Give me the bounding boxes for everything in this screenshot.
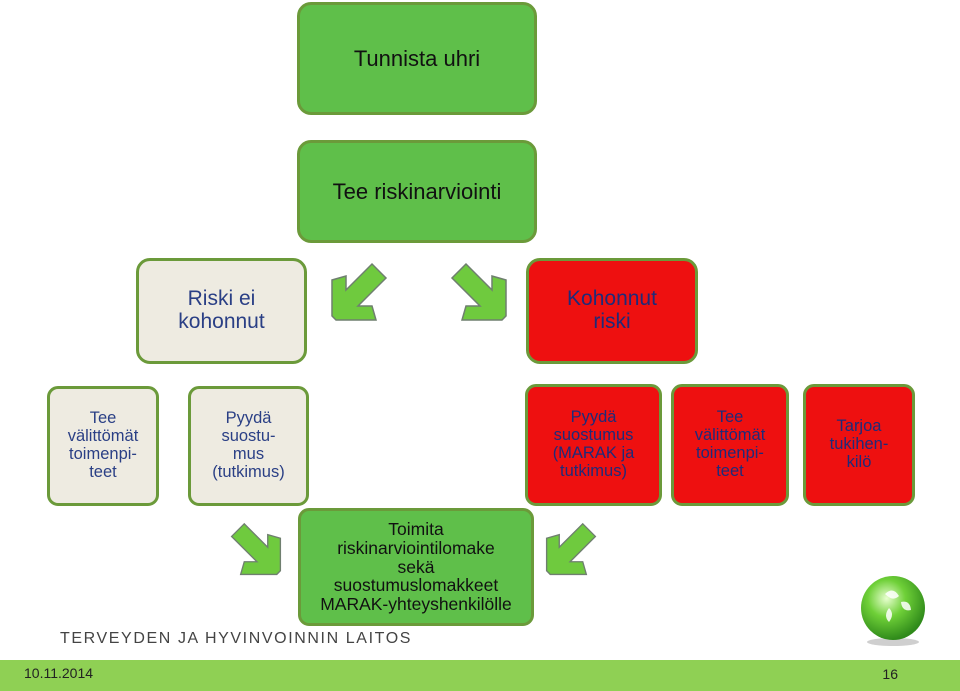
- risk-not-elevated-box: Riski ei kohonnut: [136, 258, 307, 364]
- arrow-down-right-icon: [450, 262, 507, 321]
- immediate-actions-low-box: Tee välittömät toimenpi- teet: [47, 386, 159, 506]
- footer-page-number: 16: [882, 666, 898, 682]
- offer-support-person-box: Tarjoa tukihen- kilö: [803, 384, 915, 506]
- footer-bar: [0, 660, 960, 691]
- arrow-down-left-icon: [545, 522, 597, 576]
- footer-date: 10.11.2014: [24, 665, 94, 681]
- request-consent-high-box: Pyydä suostumus (MARAK ja tutkimus): [525, 384, 662, 506]
- org-logo-text: TERVEYDEN JA HYVINVOINNIN LAITOS: [60, 630, 413, 647]
- immediate-actions-high-box: Tee välittömät toimenpi- teet: [671, 384, 789, 506]
- elevated-risk-box: Kohonnut riski: [526, 258, 698, 364]
- identify-victim-box: Tunnista uhri: [297, 2, 537, 115]
- arrow-down-left-icon: [331, 262, 388, 321]
- submit-forms-box: Toimita riskinarviointilomake sekä suost…: [298, 508, 534, 626]
- request-consent-low-box: Pyydä suostu- mus (tutkimus): [188, 386, 309, 506]
- arrow-down-right-icon: [230, 522, 282, 576]
- globe-logo-icon: [861, 576, 925, 646]
- risk-assessment-box: Tee riskinarviointi: [297, 140, 537, 243]
